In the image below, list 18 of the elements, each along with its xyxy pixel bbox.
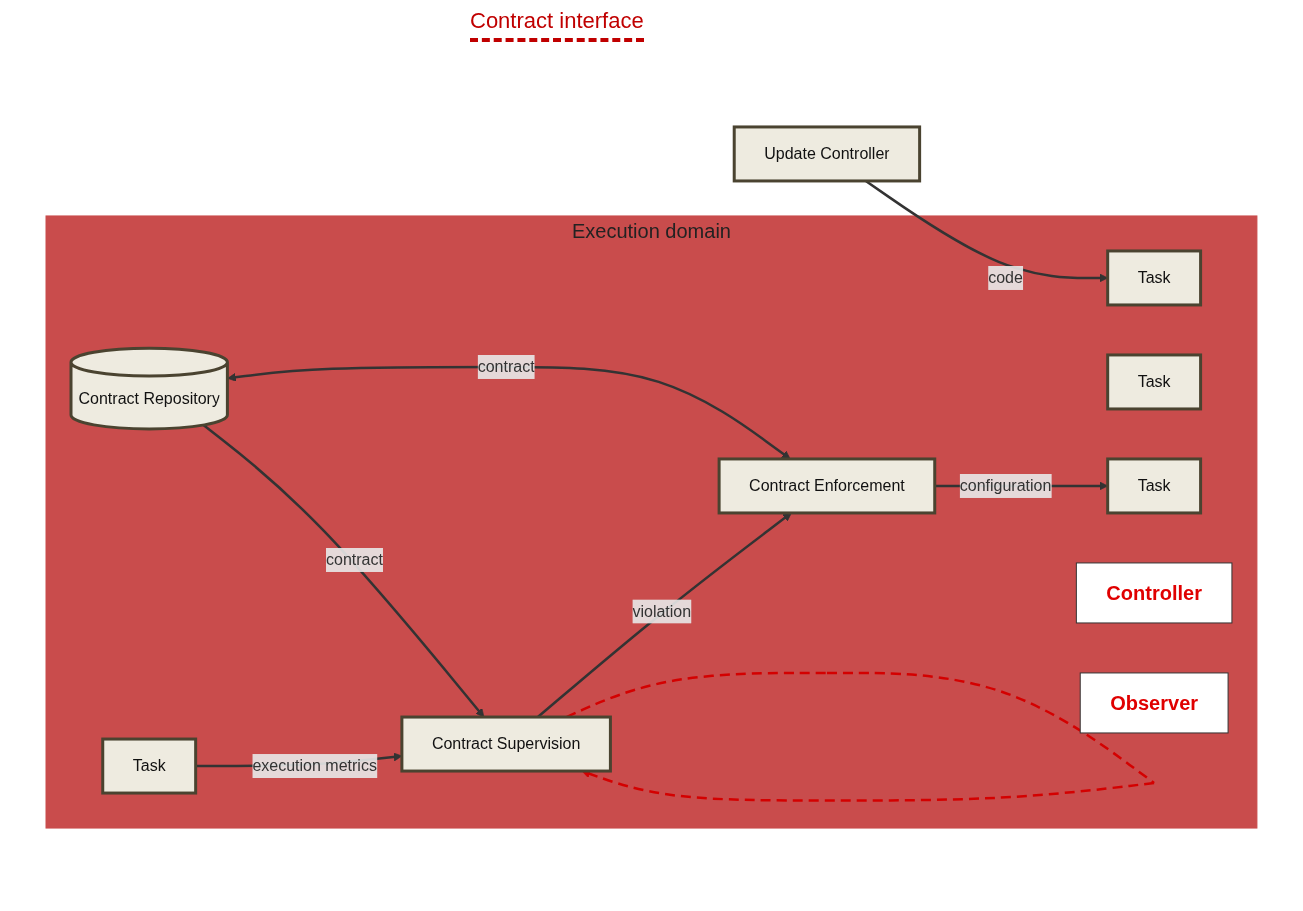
arrow	[202, 424, 485, 718]
node-box: Update Controller	[732, 125, 922, 183]
edge-label: violation	[632, 602, 692, 620]
node-box: Task	[101, 737, 198, 795]
edge-label: configuration	[959, 476, 1052, 494]
node-box: Observer	[1079, 672, 1229, 734]
edge-label: contract	[477, 357, 535, 375]
node-box: Contract Enforcement	[717, 457, 937, 515]
node-box: Task	[1106, 249, 1203, 307]
interface-label: Contract interface	[470, 8, 644, 33]
edge-label: contract	[326, 550, 383, 568]
node-box: Controller	[1075, 562, 1233, 624]
arrow	[537, 512, 792, 718]
edge-label: code	[988, 268, 1023, 286]
node-box: Task	[1106, 353, 1203, 411]
node-box: Task	[1106, 457, 1203, 515]
edge-label: execution metrics	[252, 757, 377, 775]
node-box: Contract Supervision	[400, 715, 612, 773]
